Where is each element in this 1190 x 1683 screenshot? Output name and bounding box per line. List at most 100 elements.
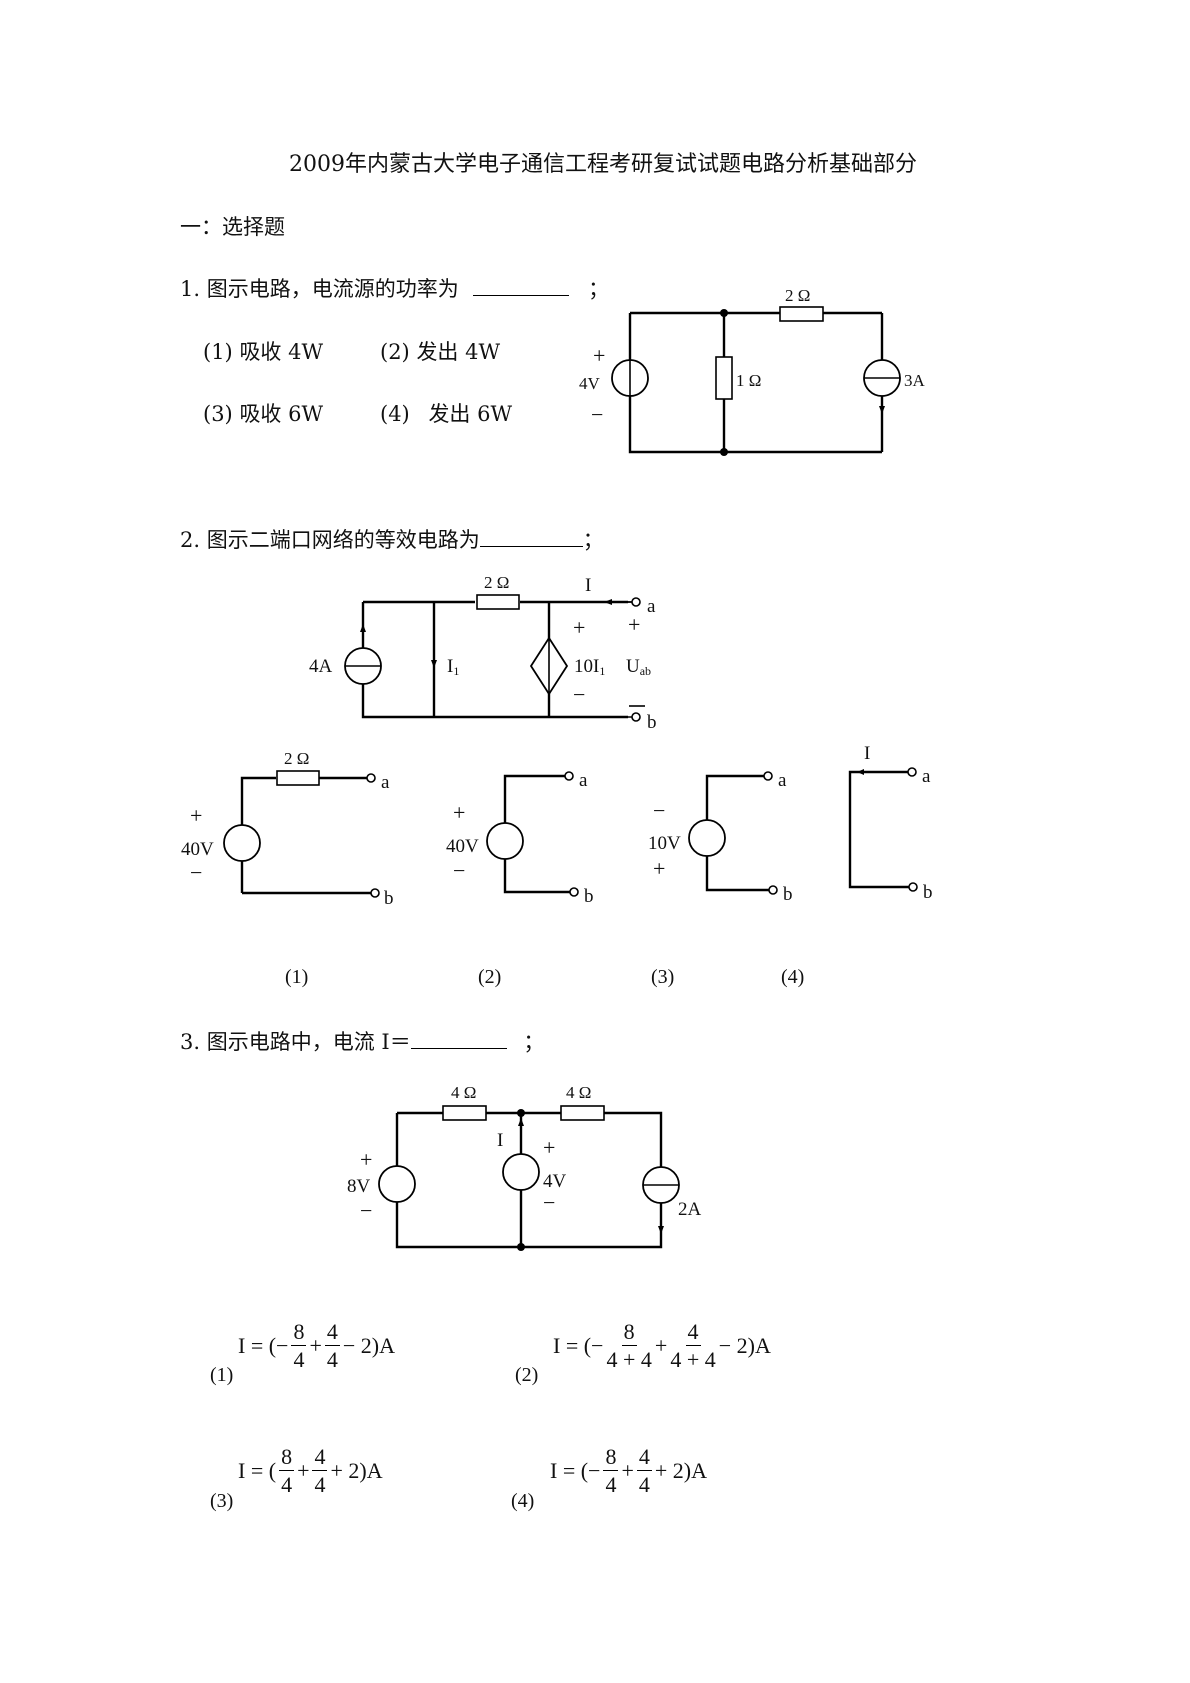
q2-option-2-label[interactable]: (2) [478,966,502,988]
q1-vs-minus: − [591,402,603,427]
q2-i-label: I [585,575,591,596]
q2-number: 2. [180,528,201,552]
q2-left-bottom-wire [361,602,627,719]
q3o4-f2d: 4 [638,1472,650,1498]
q1-vs-plus: + [593,343,605,368]
q1-stem-text: 图示电路，电流源的功率为 [206,277,459,301]
q3o4-lhs: I = (− [550,1457,601,1483]
q2-uab-plus: + [628,612,640,637]
q1-option-2-num: (2) [380,340,410,364]
q3o2-f2n: 4 [685,1320,701,1347]
q3o4-op: + [621,1457,634,1483]
q3-option-3-label[interactable]: (3) [210,1490,234,1512]
q2o1-top-sign: + [190,803,202,828]
q1-option-2[interactable]: (2) 发出 4W [380,336,500,366]
q3o3-op: + [297,1457,310,1483]
q2-option-4-circuit[interactable]: I a b [848,743,933,903]
q2-current-arrow-icon [360,624,366,632]
q2-option-2-circuit[interactable]: + 40V − a b [446,770,594,907]
q1-option-4-num: (4) [380,402,410,426]
q1-option-3[interactable]: (3) 吸收 6W [203,398,323,428]
q2-option-4-label[interactable]: (4) [781,966,805,988]
q2o4-terminal-a [907,767,917,777]
q3o3-tail: + 2)A [330,1457,383,1483]
q1-option-1[interactable]: (1) 吸收 4W [203,336,323,366]
q3-resistor-1-icon [442,1105,487,1121]
q1-answer-blank [473,294,570,296]
q2o3-terminal-a [763,771,773,781]
q3-voltage-source-4v-icon [502,1153,540,1191]
q2-i1-label: I1 [447,656,459,678]
q2-circuit: 4A I1 2 Ω 10I1 + − I a b + Uab [309,573,657,733]
q2o1-terminal-b [370,888,380,898]
q3o2-op: + [654,1332,668,1358]
q3o1-f2n: 4 [324,1320,340,1347]
q2-i-arrow-icon [604,599,612,605]
q2o3-terminal-b [768,885,778,895]
q3o3-f2d: 4 [314,1472,326,1498]
q2-terminal-a [631,597,641,607]
q3-end: ； [523,1030,545,1054]
q2o1-a: a [381,772,390,793]
q2o2-terminal-a [564,771,574,781]
q3-i-arrow-icon [518,1118,524,1126]
q3-option-4-label[interactable]: (4) [511,1490,535,1512]
q3o2-f2d: 4 + 4 [670,1347,716,1373]
q3o1-f1n: 8 [291,1320,307,1347]
q3-v2-label: 4V [543,1171,567,1192]
q2o2-source-label: 40V [446,836,479,857]
q2-option-1-circuit[interactable]: 2 Ω + 40V − a b [181,749,394,909]
q1-option-4[interactable]: (4) 发出 6W [380,398,512,428]
q3-r1-label: 4 Ω [451,1083,476,1102]
q2-resistor-2ohm-icon [476,594,520,610]
q2-dep-label: 10I1 [574,656,605,678]
q2-terminal-b [631,712,641,722]
q2o4-wire [848,770,909,889]
q2o2-top-sign: + [453,800,465,825]
q2o3-bottom-sign: + [653,856,665,881]
q2-option-3-circuit[interactable]: − 10V + a b [648,770,793,905]
q1-node-top [720,309,728,317]
q3-v1-plus: + [360,1147,372,1172]
q3o1-lhs: I = (− [238,1332,289,1358]
q2o4-a: a [922,766,931,787]
q3o2-lhs: I = (− [553,1332,604,1358]
q2-option-1-label[interactable]: (1) [285,966,309,988]
q2-dep-plus: + [573,615,585,640]
q1-option-3-num: (3) [203,402,233,426]
q2o4-b: b [923,882,933,903]
document-title: 2009年内蒙古大学电子通信工程考研复试试题电路分析基础部分 [289,152,917,177]
q1-option-2-text: 发出 4W [416,340,501,364]
q3o1-f1d: 4 [293,1347,305,1373]
q3o3-lhs: I = ( [238,1457,277,1483]
q2o1-r-label: 2 Ω [284,749,309,768]
q3o3-f1n: 8 [279,1445,295,1472]
q3-option-1-label[interactable]: (1) [210,1364,234,1386]
q1-r2-label: 2 Ω [785,286,810,305]
q2-r-label: 2 Ω [484,573,509,592]
q3-v1-label: 8V [347,1176,371,1197]
q2-stem-text: 图示二端口网络的等效电路为 [206,528,480,552]
q2o4-i-label: I [864,743,870,764]
q2o1-resistor-icon [276,770,320,786]
q3-is-label: 2A [678,1199,702,1220]
q2-option-3-label[interactable]: (3) [651,966,675,988]
q3-option-2-label[interactable]: (2) [515,1364,539,1386]
q1-resistor-1ohm-icon [715,356,733,400]
q2o1-terminal-a [366,773,376,783]
q3-node-top [517,1109,525,1117]
q2-term-a-label: a [647,596,656,617]
q2o1-b: b [384,888,394,909]
q3o4-tail: + 2)A [654,1457,708,1483]
q1-stem: 1. 图示电路，电流源的功率为 ； [180,273,609,303]
q3-stem: 3. 图示电路中，电流 I＝ ； [180,1026,544,1056]
